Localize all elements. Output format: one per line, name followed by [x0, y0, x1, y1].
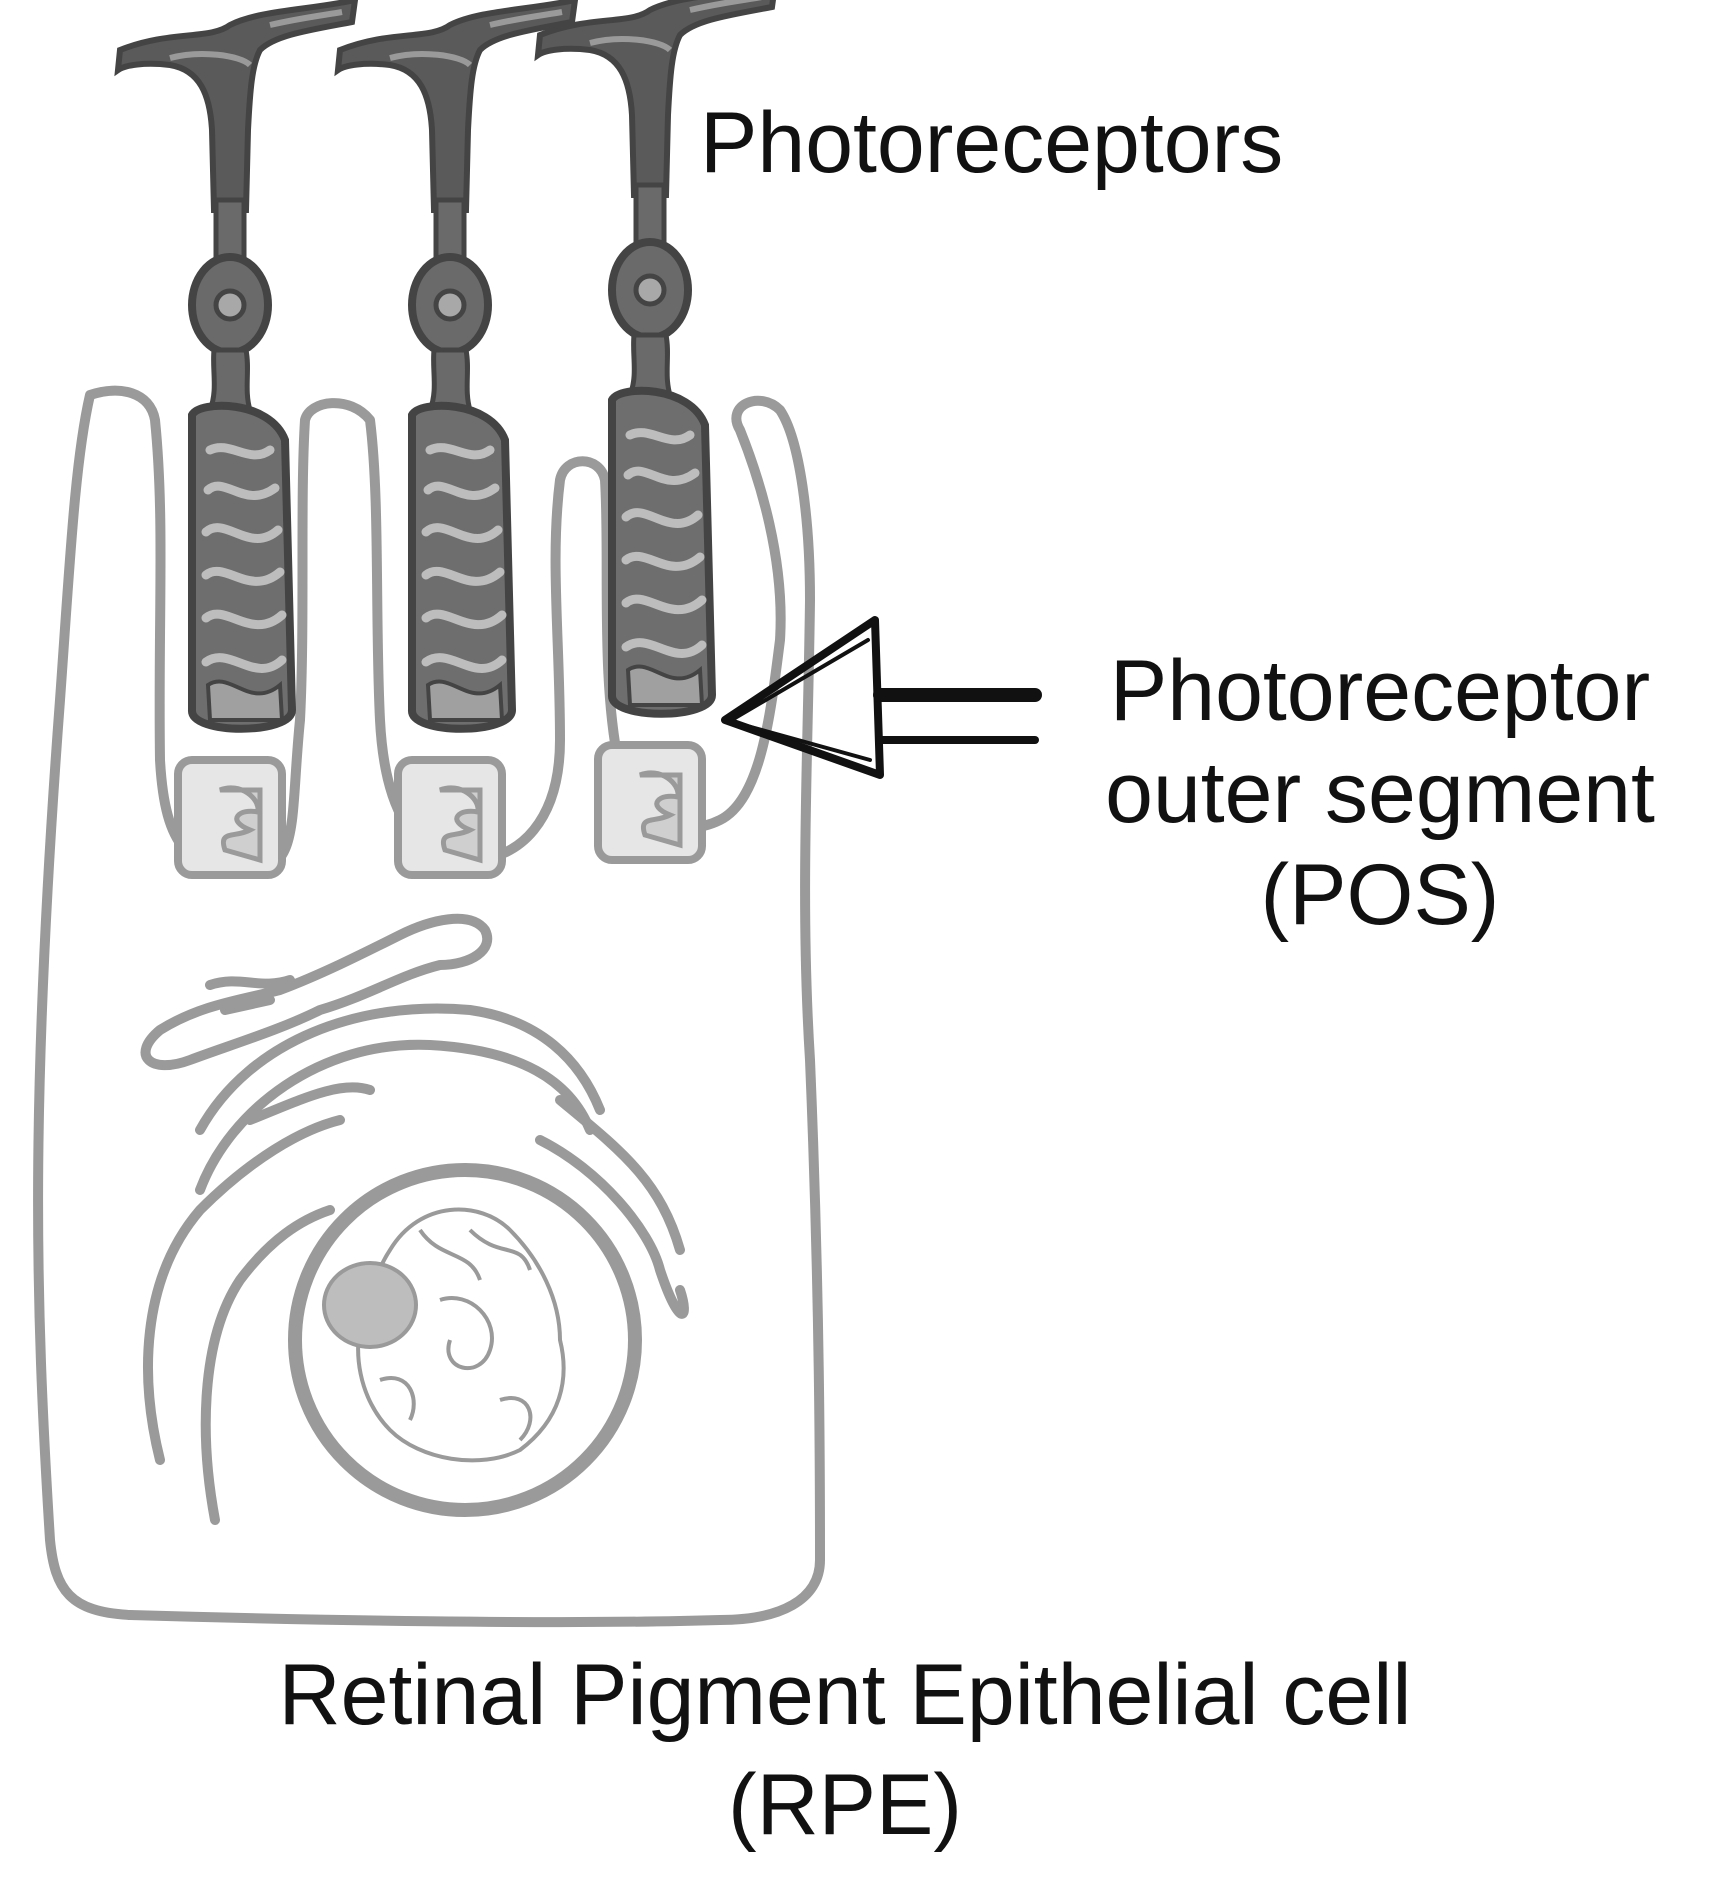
- pos-label: Photoreceptor outer segment (POS): [1040, 640, 1720, 946]
- pos-arrow: [721, 616, 1042, 779]
- pos-label-line3: (POS): [1260, 847, 1500, 943]
- rpe-label-line2: (RPE): [727, 1757, 963, 1853]
- photoreceptors-label: Photoreceptors: [700, 95, 1284, 191]
- organelles: [140, 913, 689, 1525]
- nucleus: [288, 1163, 642, 1517]
- rpe-label-line1: Retinal Pigment Epithelial cell: [278, 1647, 1412, 1743]
- nucleolus: [322, 1261, 418, 1349]
- rpe-label: Retinal Pigment Epithelial cell (RPE): [0, 1640, 1720, 1860]
- pos-label-line1: Photoreceptor: [1109, 643, 1651, 739]
- pos-label-line2: outer segment: [1105, 745, 1655, 841]
